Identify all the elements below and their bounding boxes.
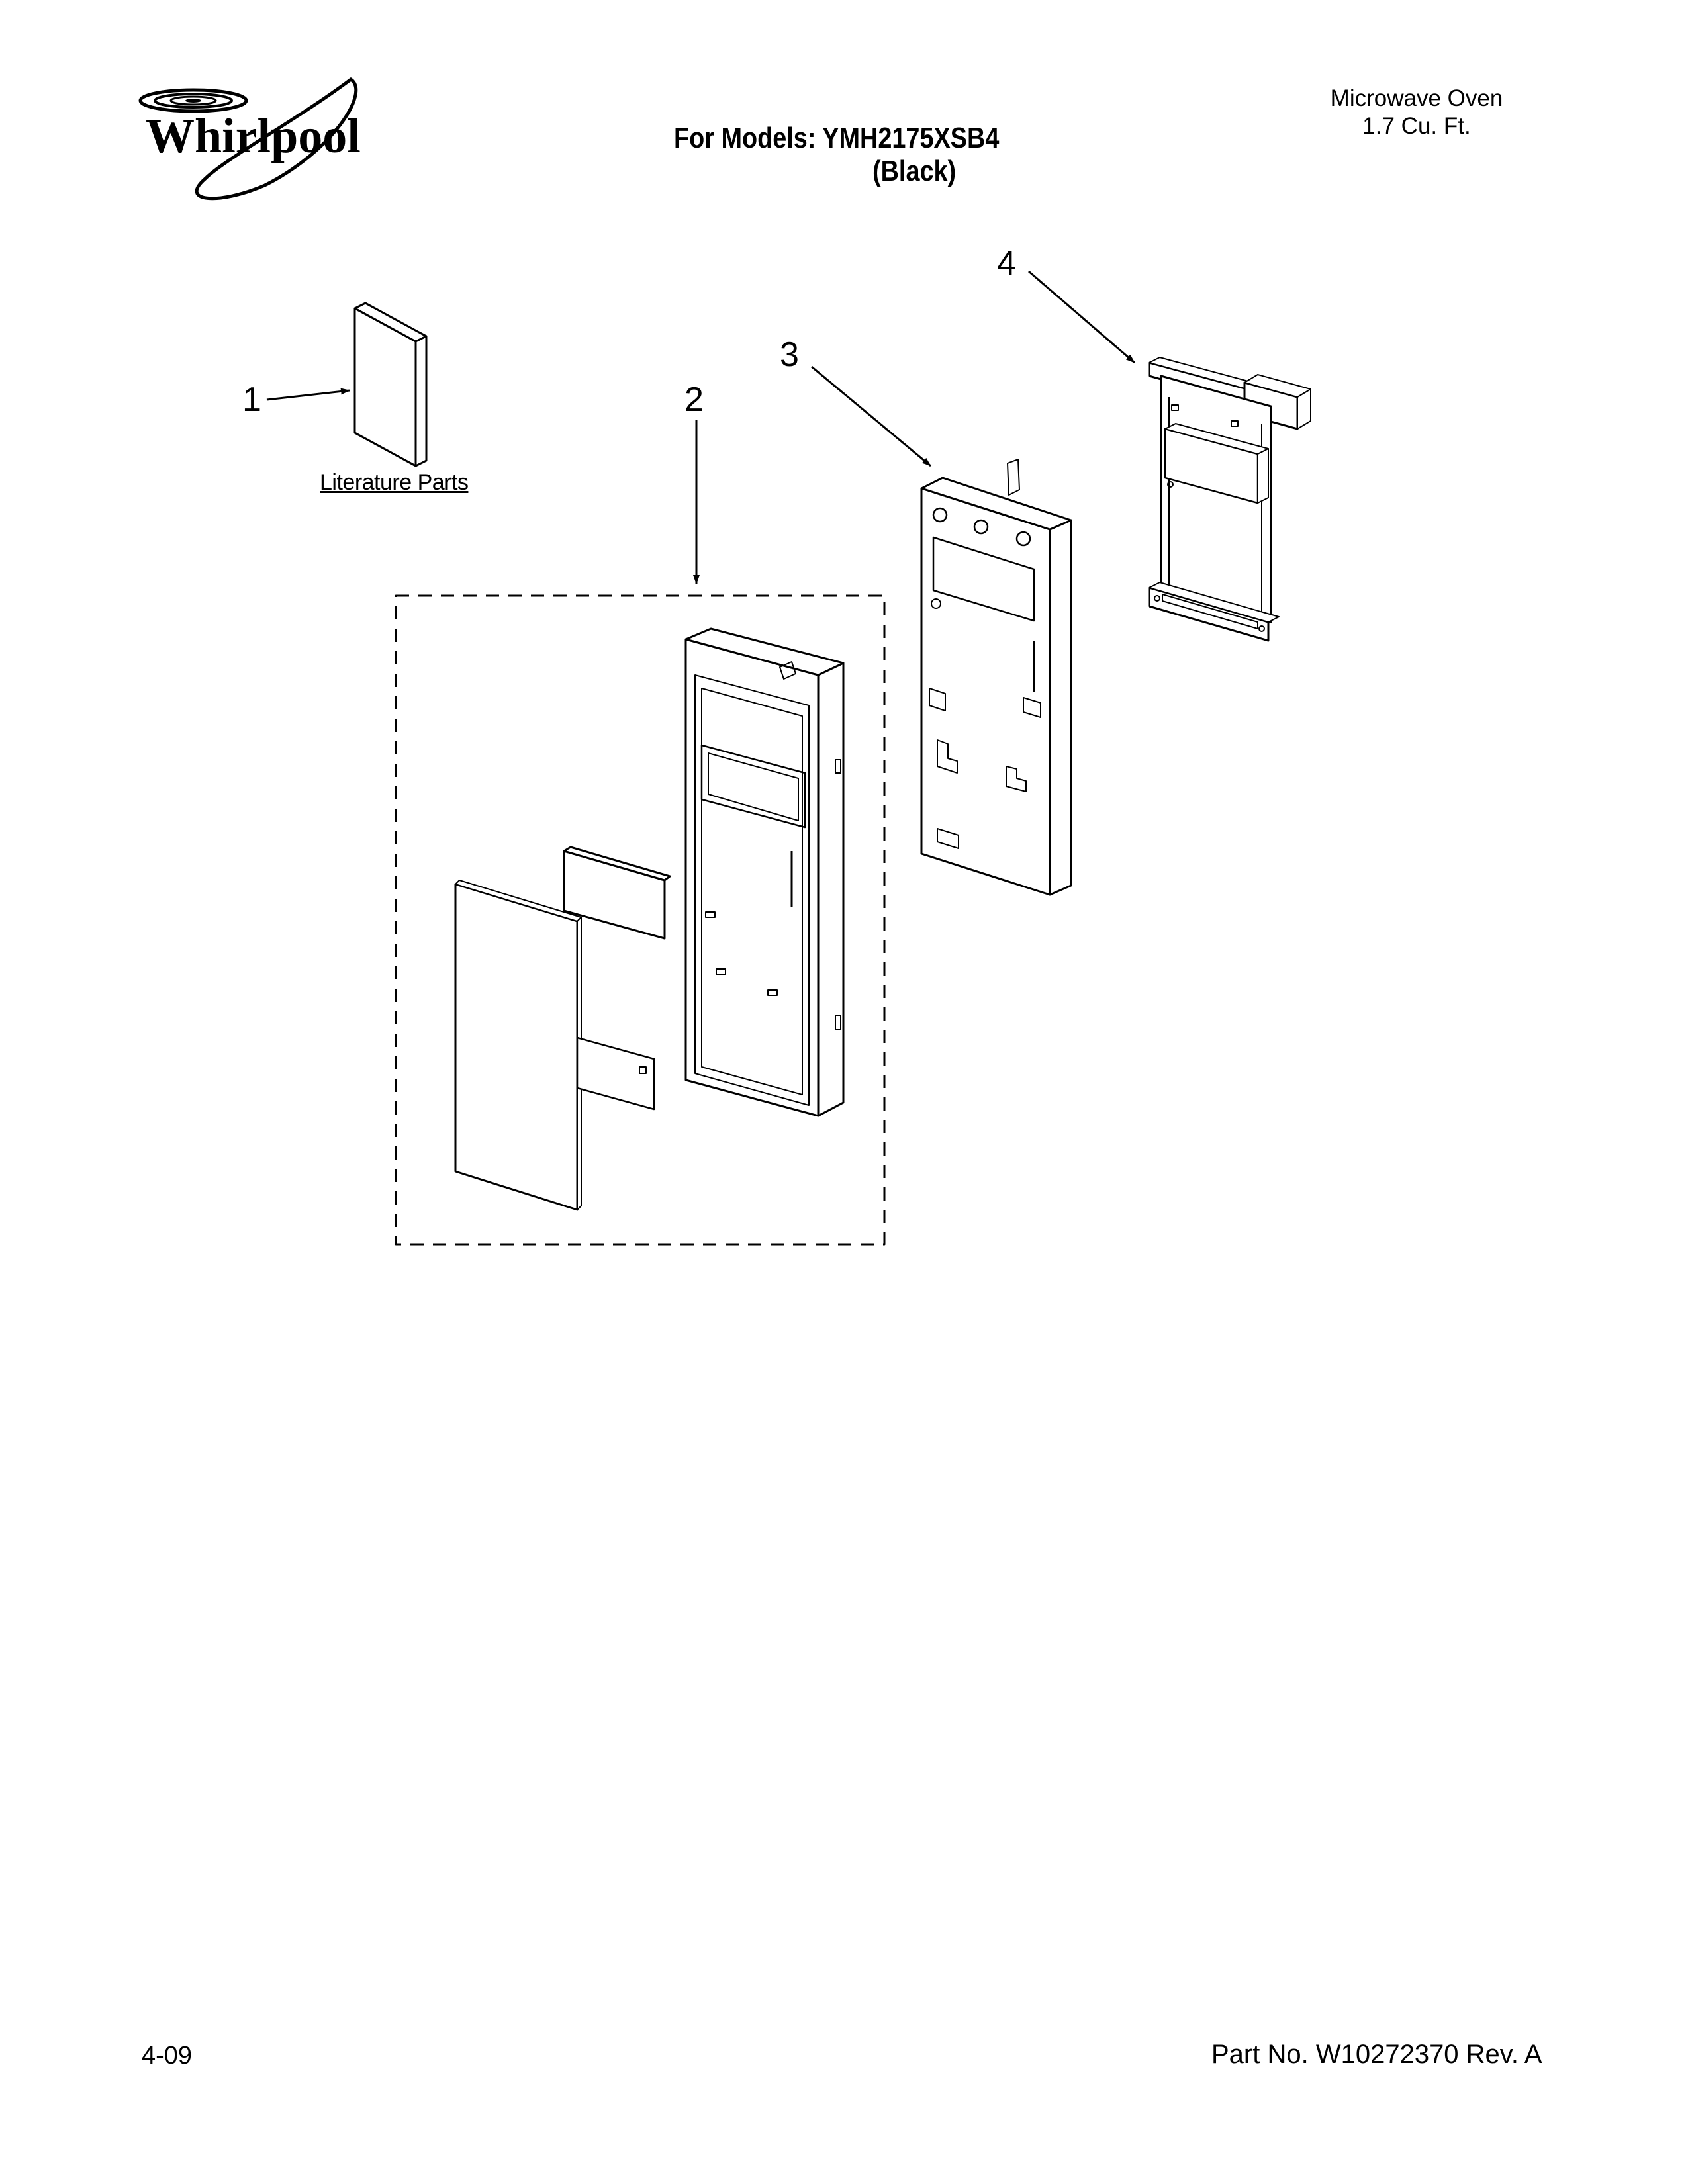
footer-part-number: Part No. W10272370 Rev. A bbox=[1211, 2040, 1542, 2069]
whirlpool-wordmark: Whirlpool bbox=[146, 109, 361, 163]
footer-date: 4-09 bbox=[142, 2042, 193, 2070]
product-capacity: 1.7 Cu. Ft. bbox=[1362, 113, 1471, 139]
callout-4-arrow bbox=[1028, 270, 1135, 364]
product-name: Microwave Oven bbox=[1330, 85, 1503, 111]
callout-number-4: 4 bbox=[997, 244, 1016, 283]
models-line: For Models: YMH2175XSB4 bbox=[674, 122, 1000, 154]
whirlpool-logo-graphic: Whirlpool bbox=[138, 77, 361, 201]
control-panel-frame-part bbox=[920, 459, 1072, 896]
literature-book-part bbox=[353, 302, 428, 467]
callout-number-2: 2 bbox=[684, 381, 704, 419]
callout-number-1: 1 bbox=[242, 381, 261, 419]
callout-1-arrow bbox=[266, 388, 350, 401]
control-panel-assembly-part bbox=[454, 627, 845, 1211]
literature-parts-label: Literature Parts bbox=[320, 470, 469, 495]
whirlpool-logo: Whirlpool bbox=[132, 73, 397, 205]
color-line: (Black) bbox=[872, 155, 957, 187]
assembly-dashed-box bbox=[395, 594, 886, 1246]
callout-number-3: 3 bbox=[780, 336, 799, 374]
control-bracket-part bbox=[1148, 357, 1311, 642]
product-title: Microwave Oven 1.7 Cu. Ft. bbox=[1244, 85, 1589, 140]
callout-3-arrow bbox=[811, 365, 931, 467]
